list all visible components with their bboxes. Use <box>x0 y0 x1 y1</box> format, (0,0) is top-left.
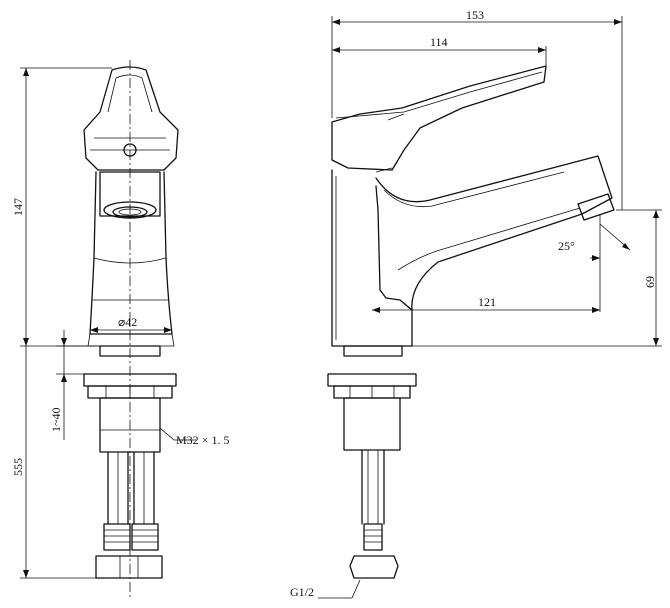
label-spout-reach: 121 <box>478 295 496 309</box>
side-lever <box>331 65 547 171</box>
label-thread-spec: M32 × 1. 5 <box>176 433 229 447</box>
dimension-lines <box>20 16 662 600</box>
label-shank-length: 1~40 <box>49 408 63 433</box>
dimension-labels: 153 114 121 25° ⌀42 M32 × 1. 5 G1/2 147 … <box>11 8 657 599</box>
label-spout-height: 69 <box>643 276 657 288</box>
label-body-diameter: ⌀42 <box>118 315 137 329</box>
label-overall-height: 147 <box>11 198 25 216</box>
label-connector-thread: G1/2 <box>290 585 314 599</box>
front-body <box>89 171 173 335</box>
label-overall-length: 153 <box>466 8 484 22</box>
diameter-symbol: ⌀ <box>118 315 125 329</box>
front-aerator <box>99 171 161 217</box>
label-lever-length: 114 <box>430 35 448 49</box>
front-handle <box>83 66 179 171</box>
label-body-diameter-value: 42 <box>125 315 137 329</box>
side-body <box>331 169 413 347</box>
side-view <box>327 65 615 579</box>
side-spout <box>375 155 613 311</box>
label-hose-length: 555 <box>11 458 25 476</box>
label-spout-angle: 25° <box>558 239 575 253</box>
side-aerator <box>577 193 615 221</box>
